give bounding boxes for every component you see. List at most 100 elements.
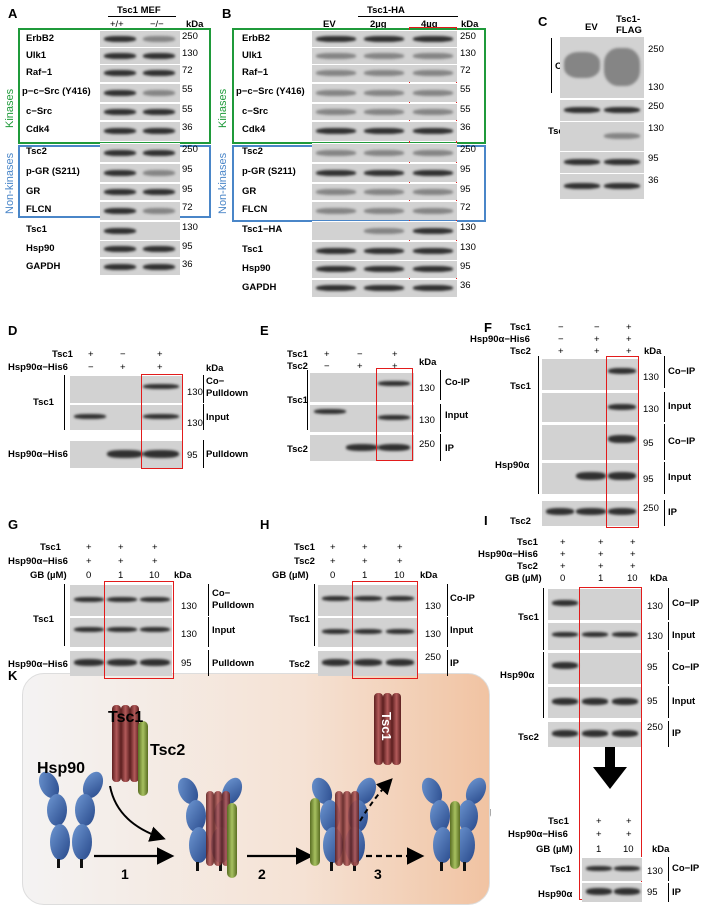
panel-i-label-3: Input (672, 696, 696, 707)
panel-e-label-input: Input (445, 410, 469, 421)
panel-i-tsc1-1: + (598, 537, 604, 548)
panel-d-band-pd-3 (143, 450, 179, 458)
panel-a-band-5-wt (104, 128, 136, 134)
panel-i-blot-tsc2: Tsc2 (518, 732, 539, 743)
panel-a-blot-10 (100, 221, 180, 240)
panel-i-lbl-bar-1 (668, 622, 669, 650)
panel-j-hsp-1: + (626, 829, 632, 840)
panel-e-mw-3: 250 (419, 439, 435, 450)
panel-h-lbl-bar-1 (447, 584, 448, 616)
panel-j-blot-ip (582, 882, 642, 902)
panel-g-red-box (104, 581, 174, 679)
panel-b-band-13-ev (316, 285, 356, 291)
panel-e-band-input-3 (378, 415, 410, 420)
panel-a-blot-12 (100, 258, 180, 275)
panel-e-tsc2-2: + (392, 361, 398, 372)
panel-f-tsc1-1: − (594, 322, 600, 333)
panel-f-mw-4: 250 (643, 503, 659, 514)
panel-b-label-12: Hsp90 (242, 263, 271, 274)
panel-b-band-2-4ug (413, 70, 453, 76)
panel-i-label-1: Input (672, 630, 696, 641)
panel-f-band-ip-3 (608, 508, 636, 515)
panel-a-band-9-wt (104, 207, 136, 214)
panel-b-blot-4 (312, 103, 457, 120)
panel-b-band-1-2ug (364, 52, 404, 59)
panel-a-col-ko: −/− (150, 19, 164, 30)
panel-a-band-11-wt (104, 245, 136, 252)
panel-g-band-pd-1 (107, 659, 137, 666)
panel-g-tsc1-0: + (86, 542, 92, 553)
panel-d-tsc1-1: − (120, 349, 126, 360)
panel-g-row-tsc1: Tsc1 (40, 542, 61, 553)
panel-g-row-hsp: Hsp90α−His6 (8, 556, 68, 567)
panel-f-blot-hsp: Hsp90α (495, 460, 530, 471)
panel-b-band-9-4ug (413, 207, 453, 214)
panel-f-lbl-bar-4 (664, 500, 665, 526)
panel-h-label-ip: IP (450, 658, 459, 669)
panel-d-band-input-1 (74, 414, 106, 419)
panel-d-blot-hsp: Hsp90α−His6 (8, 449, 68, 460)
panel-g-band-pd-2 (140, 659, 170, 666)
panel-f-tsc2-2: + (626, 346, 632, 357)
panel-h-tsc2-1: + (362, 556, 368, 567)
panel-d-kda: kDa (206, 363, 224, 374)
panel-g-mw-3: 95 (181, 658, 192, 669)
panel-b-band-0-2ug (364, 35, 404, 42)
panel-d-label-copd: Pulldown (206, 388, 249, 399)
panel-h-lbl-bar-3 (447, 650, 448, 676)
panel-b-blot-10 (312, 221, 457, 240)
panel-f-band-input1 (608, 404, 636, 410)
panel-e-mw-2: 130 (419, 415, 435, 426)
panel-b-band-0-ev (316, 35, 356, 42)
panel-b-band-12-2ug (364, 266, 404, 272)
panel-e-band-ip-3 (378, 444, 410, 451)
panel-g-band-input-1 (107, 627, 137, 632)
panel-label-i: I (484, 513, 488, 528)
panel-g-tsc1-2: + (152, 542, 158, 553)
panel-i-row-tsc1: Tsc1 (517, 537, 538, 548)
panel-b-mw-4: 55 (460, 104, 471, 115)
panel-h-row-tsc2: Tsc2 (294, 556, 315, 567)
panel-i-mw-2: 95 (647, 662, 658, 673)
panel-f-label-3: Input (668, 472, 692, 483)
panel-g-kda: kDa (174, 570, 192, 581)
panel-d-mw-3: 95 (187, 450, 198, 461)
panel-a-mw-7: 95 (182, 164, 193, 175)
panel-d-row-tsc1: Tsc1 (52, 349, 73, 360)
panel-f-lbl-bar-1 (664, 392, 665, 422)
panel-a-band-6-ko (143, 149, 175, 156)
panel-b-blot-3 (312, 83, 457, 102)
panel-f-band-coip1 (608, 368, 636, 374)
panel-e-red-box (376, 368, 413, 461)
panel-e-kda: kDa (419, 357, 437, 368)
panel-i-tsc1-0: + (560, 537, 566, 548)
panel-f-lbl-bar-0 (664, 356, 665, 388)
panel-j-tsc1-0: + (596, 816, 602, 827)
panel-b-band-8-ev (316, 188, 356, 195)
panel-d-blot-tsc1: Tsc1 (33, 397, 54, 408)
panel-b-mw-6: 250 (460, 144, 476, 155)
panel-b-band-6-ev (316, 149, 356, 156)
panel-d-hsp-1: + (120, 362, 126, 373)
panel-h-lbl-bar-2 (447, 617, 448, 647)
panel-b-label-8: GR (242, 186, 257, 197)
panel-i-hsp-2: + (630, 549, 636, 560)
panel-f-row-tsc1: Tsc1 (510, 322, 531, 333)
panel-b-band-5-2ug (364, 128, 404, 134)
panel-d-red-box (141, 374, 183, 469)
panel-c-band-4-ev (564, 183, 600, 189)
panel-i-lbl-bar-4 (668, 721, 669, 747)
panel-d-hsp-2: + (157, 362, 163, 373)
hsp90-tsc1-tsc2-complex-1-icon (177, 777, 243, 878)
panel-i-blot-hsp: Hsp90α (500, 670, 535, 681)
panel-e-bracket (307, 370, 308, 430)
panel-f-band-input2-2 (576, 472, 606, 480)
panel-b-label-10: Tsc1−HA (242, 224, 283, 235)
panel-k-step-1: 1 (121, 866, 129, 882)
panel-b-blot-2 (312, 64, 457, 82)
panel-i-hsp-0: + (560, 549, 566, 560)
panel-f-band-ip-2 (576, 508, 606, 515)
panel-h-kda: kDa (420, 570, 438, 581)
panel-b-band-1-ev (316, 52, 356, 59)
panel-label-c: C (538, 14, 548, 29)
